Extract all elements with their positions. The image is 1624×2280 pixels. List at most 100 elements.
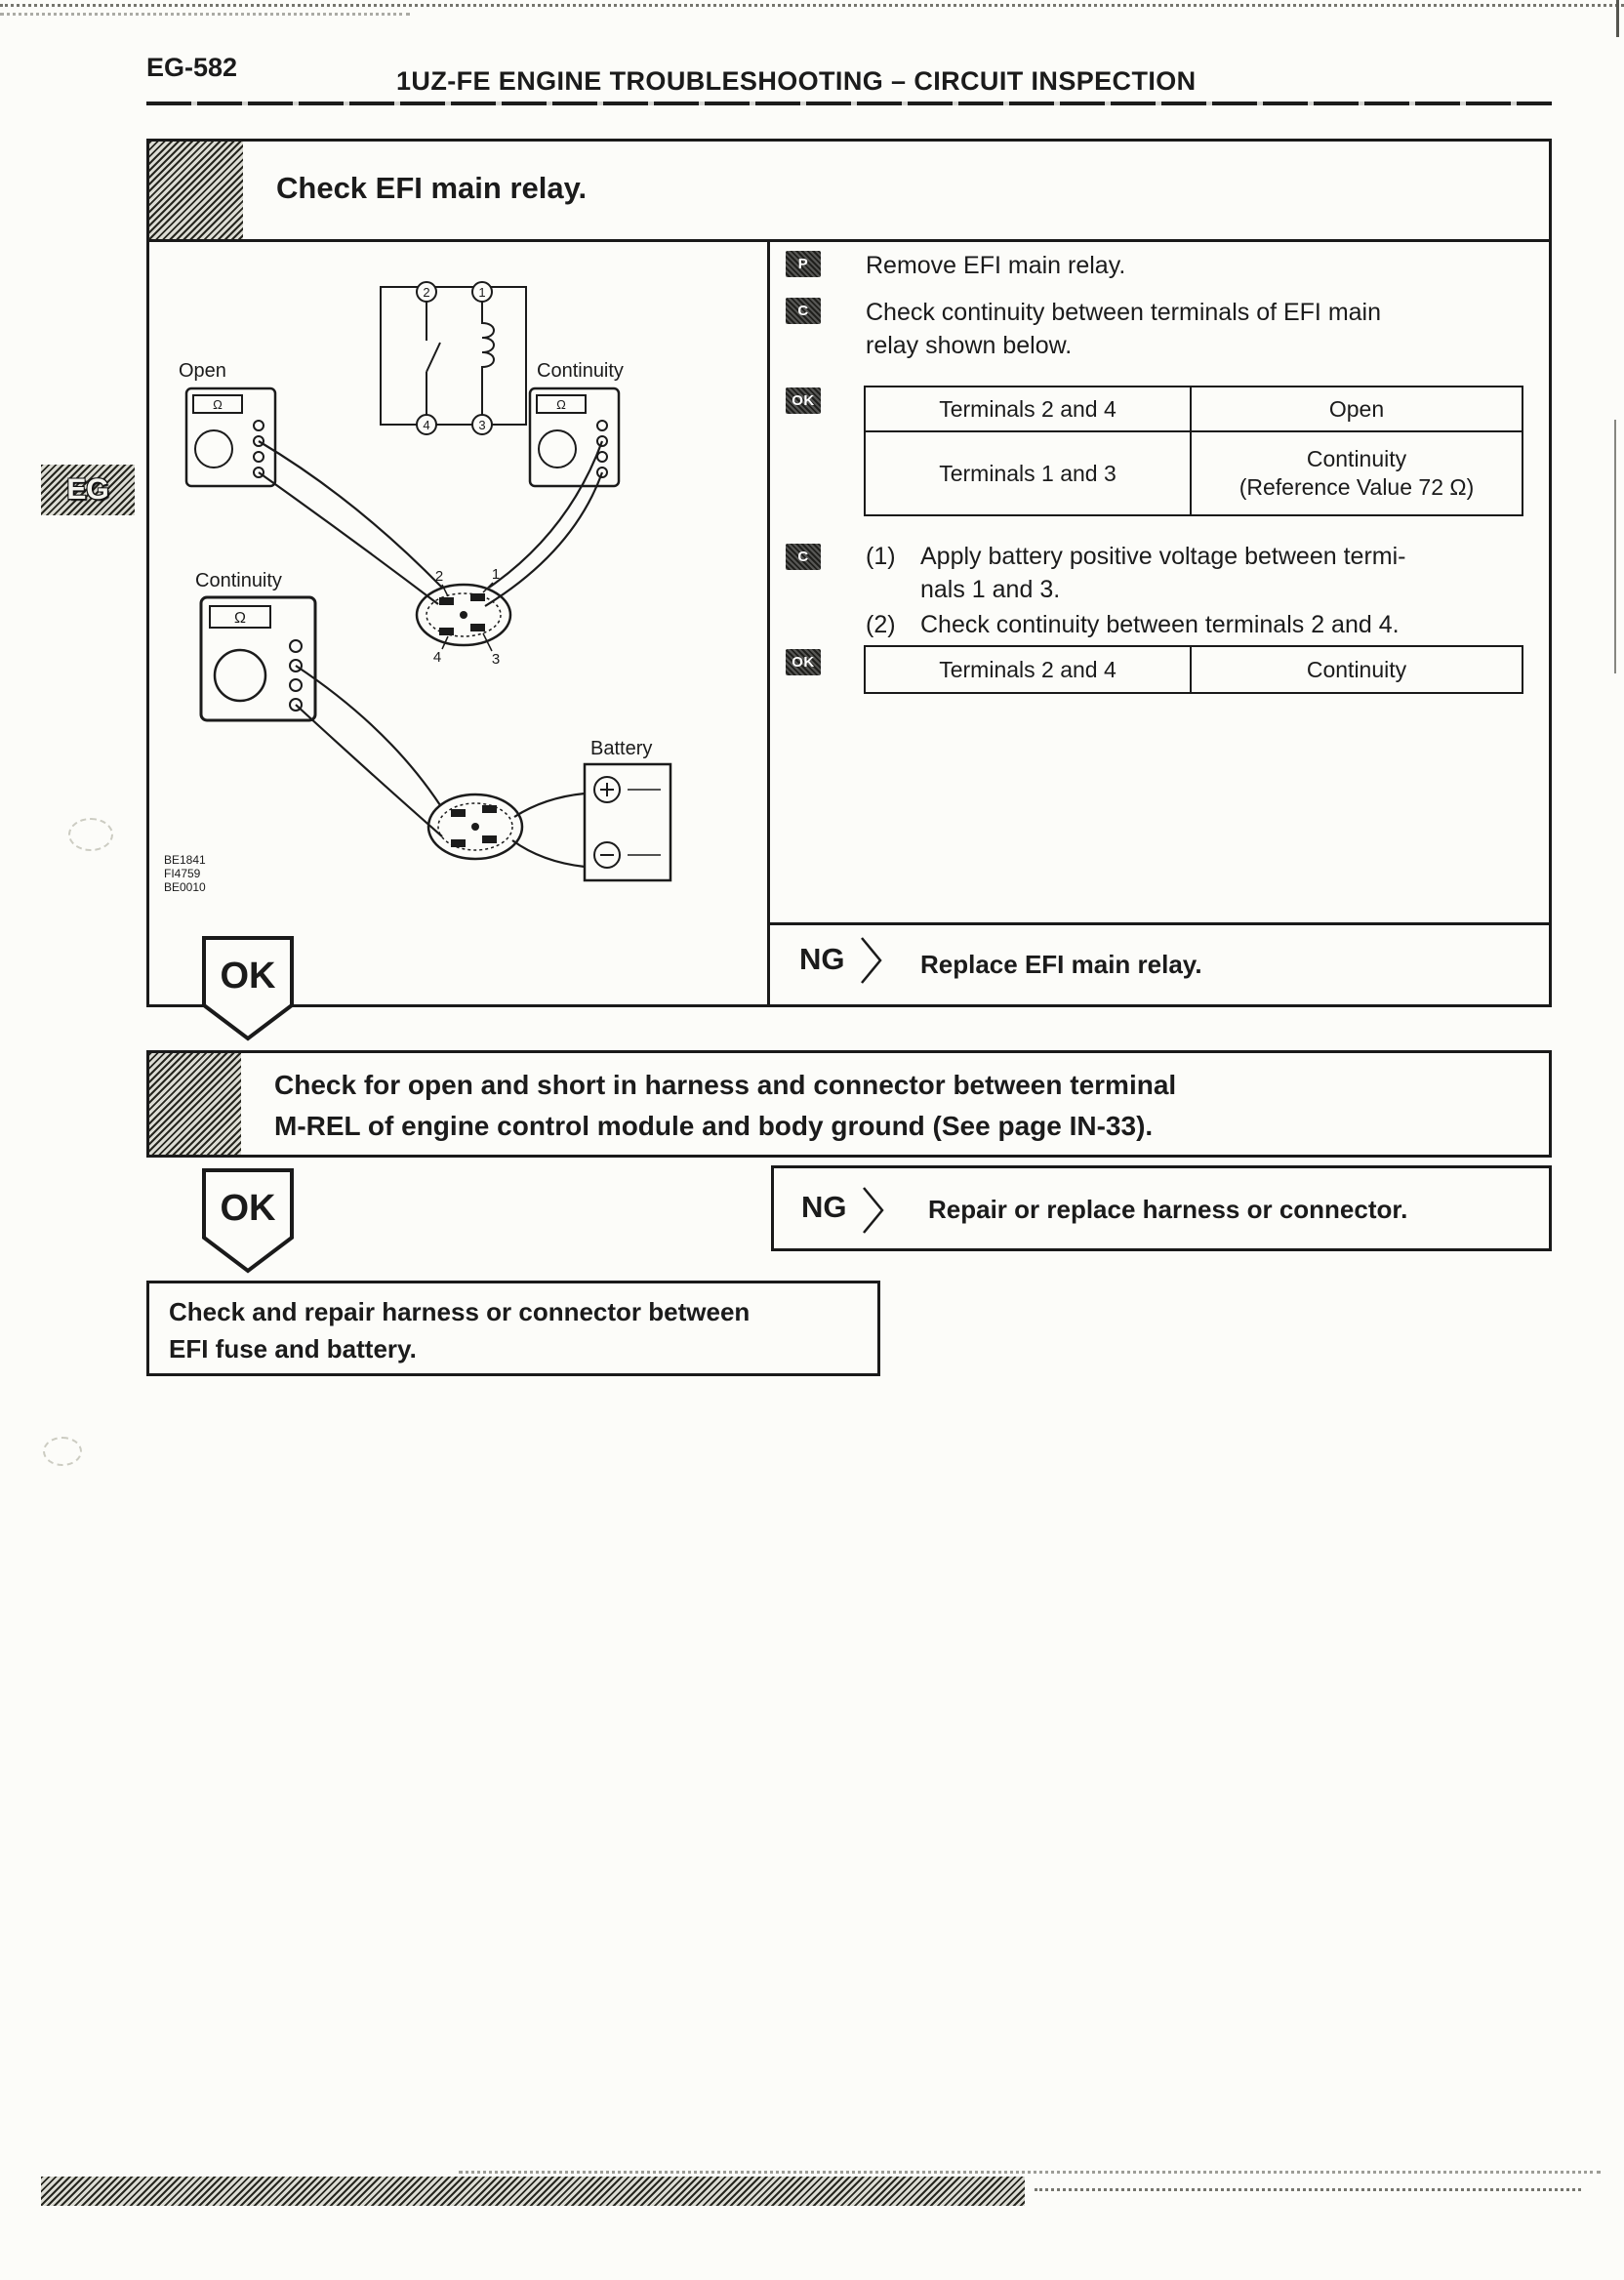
multimeter-open: Ω bbox=[184, 387, 277, 488]
section-tab-label: EG bbox=[66, 473, 109, 506]
page-title: 1UZ-FE ENGINE TROUBLESHOOTING – CIRCUIT … bbox=[396, 66, 1197, 96]
terminal-1-label: 1 bbox=[478, 285, 485, 300]
pin-3-label: 3 bbox=[492, 651, 500, 668]
table-cell: Terminals 2 and 4 bbox=[866, 387, 1190, 430]
ohm-symbol: Ω bbox=[234, 610, 246, 627]
open-label: Open bbox=[179, 360, 226, 382]
step2-title-line: Check for open and short in harness and … bbox=[274, 1070, 1177, 1100]
final-check-box: Check and repair harness or connector be… bbox=[146, 1281, 880, 1376]
continuity-result-table: Terminals 2 and 4 Continuity bbox=[864, 645, 1523, 694]
terminal-3-label: 3 bbox=[478, 418, 485, 432]
instruction-line: relay shown below. bbox=[866, 332, 1073, 359]
scan-artifact bbox=[1614, 420, 1616, 673]
step1-box: Check EFI main relay. 2 1 4 3 Open bbox=[146, 139, 1552, 1007]
table-cell: Continuity (Reference Value 72 Ω) bbox=[1192, 432, 1522, 514]
cell-text: Continuity bbox=[1306, 656, 1407, 682]
scan-artifact bbox=[0, 4, 1624, 7]
column-divider bbox=[767, 239, 770, 1004]
continuity-label-right: Continuity bbox=[537, 360, 624, 382]
terminal-4-label: 4 bbox=[423, 418, 429, 432]
cell-text: Terminals 1 and 3 bbox=[939, 460, 1116, 486]
list-number: (1) bbox=[866, 543, 896, 570]
page-number: EG-582 bbox=[146, 53, 238, 82]
instruction-line: Check continuity between terminals of EF… bbox=[866, 299, 1382, 326]
cell-text: Terminals 2 and 4 bbox=[939, 656, 1116, 682]
bottom-hatch-band bbox=[41, 2177, 1025, 2206]
list-number: (2) bbox=[866, 611, 896, 638]
ok-icon: OK bbox=[786, 649, 821, 675]
scan-artifact bbox=[68, 818, 113, 851]
check-icon-letter: C bbox=[797, 549, 809, 565]
instruction-line: nals 1 and 3. bbox=[920, 576, 1061, 603]
cell-text: Continuity bbox=[1306, 446, 1407, 471]
multimeter-continuity-right: Ω bbox=[528, 387, 621, 488]
instruction-remove-relay: Remove EFI main relay. bbox=[866, 252, 1126, 279]
scan-artifact bbox=[1616, 0, 1619, 37]
instruction-line: Apply battery positive voltage between t… bbox=[920, 543, 1406, 570]
continuity-label-left: Continuity bbox=[195, 570, 282, 591]
cell-text: Open bbox=[1328, 395, 1385, 422]
check-icon: C bbox=[786, 298, 821, 324]
relay-bottom-view-1 bbox=[415, 582, 512, 652]
check-icon-letter: C bbox=[797, 303, 809, 319]
figure-code: FI4759 bbox=[164, 867, 201, 880]
instruction-apply-voltage: (1) Apply battery positive voltage betwee… bbox=[866, 540, 1405, 606]
step2-box: Check for open and short in harness and … bbox=[146, 1050, 1552, 1158]
instruction-line: Check continuity between terminals 2 and… bbox=[920, 611, 1400, 638]
title-divider bbox=[149, 239, 1549, 242]
table-cell: Continuity bbox=[1192, 647, 1522, 692]
ok-badge-shape bbox=[202, 936, 294, 1041]
scan-artifact bbox=[1035, 2188, 1581, 2191]
ohm-symbol: Ω bbox=[213, 397, 223, 412]
ok-icon: OK bbox=[786, 387, 821, 414]
check-icon: C bbox=[786, 544, 821, 570]
ng-divider bbox=[767, 922, 1549, 925]
ng-label: NG bbox=[801, 1190, 847, 1224]
step2-title-line: M-REL of engine control module and body … bbox=[274, 1111, 1154, 1141]
terminal-2-label: 2 bbox=[423, 285, 429, 300]
prepare-icon: P bbox=[786, 251, 821, 277]
ng-action-text: Repair or replace harness or connector. bbox=[928, 1195, 1408, 1224]
step2-title: Check for open and short in harness and … bbox=[274, 1065, 1176, 1147]
probe-wires bbox=[258, 440, 604, 869]
battery-label: Battery bbox=[590, 738, 652, 759]
ng-chevron-icon bbox=[863, 1187, 884, 1234]
ok-badge-text: OK bbox=[221, 956, 277, 997]
final-check-line: EFI fuse and battery. bbox=[169, 1334, 417, 1364]
relay-schematic bbox=[380, 286, 527, 426]
figure-code: BE1841 bbox=[164, 853, 206, 867]
cell-text: Terminals 2 and 4 bbox=[939, 395, 1116, 422]
header-rule bbox=[146, 102, 1552, 105]
ok-flow-badge: OK bbox=[201, 1167, 295, 1275]
pin-4-label: 4 bbox=[433, 649, 441, 666]
relay-bottom-view-2 bbox=[426, 793, 524, 861]
circuit-diagram: 2 1 4 3 Open Continuity Continuity Batte… bbox=[164, 281, 672, 894]
instruction-check-continuity: Check continuity between terminals of EF… bbox=[866, 296, 1381, 362]
final-check-line: Check and repair harness or connector be… bbox=[169, 1297, 751, 1326]
cell-text: (Reference Value 72 Ω) bbox=[1238, 474, 1475, 500]
ok-flow-badge: OK bbox=[201, 935, 295, 1042]
ok-icon-letter: OK bbox=[792, 654, 815, 671]
scan-artifact bbox=[459, 2171, 1601, 2174]
step1-title: Check EFI main relay. bbox=[276, 171, 588, 205]
figure-code: BE0010 bbox=[164, 880, 206, 894]
pin-2-label: 2 bbox=[435, 568, 443, 585]
section-tab-eg: EG bbox=[41, 465, 135, 515]
ng-label: NG bbox=[799, 942, 845, 976]
figure-codes: BE1841 FI4759 BE0010 bbox=[164, 853, 206, 894]
battery-symbol bbox=[583, 762, 672, 882]
multimeter-continuity-left: Ω bbox=[199, 595, 317, 722]
table-cell: Terminals 2 and 4 bbox=[866, 647, 1190, 692]
ng-chevron-icon bbox=[861, 937, 882, 984]
continuity-spec-table: Terminals 2 and 4 Open Terminals 1 and 3… bbox=[864, 386, 1523, 516]
pin-1-label: 1 bbox=[492, 566, 500, 583]
scan-artifact bbox=[0, 13, 410, 16]
scan-artifact bbox=[43, 1437, 82, 1466]
table-cell: Terminals 1 and 3 bbox=[866, 432, 1190, 514]
step2-ng-box: NG Repair or replace harness or connecto… bbox=[771, 1165, 1552, 1251]
prepare-icon-letter: P bbox=[797, 256, 809, 272]
ok-badge-text: OK bbox=[221, 1188, 277, 1229]
ng-action-text: Replace EFI main relay. bbox=[920, 950, 1202, 979]
plus-terminal-icon bbox=[600, 783, 614, 796]
